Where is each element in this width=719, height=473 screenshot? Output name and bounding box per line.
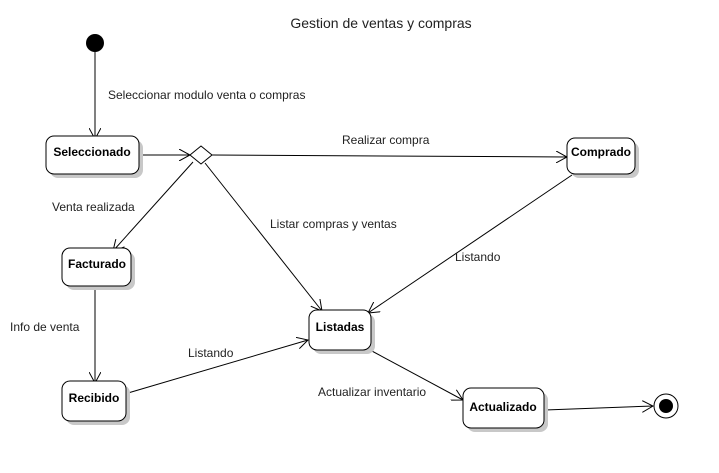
label-listando-comprado: Listando [455,250,501,264]
label-venta-realizada: Venta realizada [52,200,135,214]
edge-decision-to-comprado [211,155,567,157]
state-label-listadas: Listadas [316,320,365,334]
state-recibido: Recibido [61,380,130,425]
edge-comprado-to-listadas [368,174,573,313]
final-state [653,393,679,419]
label-listar: Listar compras y ventas [270,217,397,231]
state-seleccionado: Seleccionado [45,135,143,178]
state-facturado: Facturado [61,247,135,290]
label-actualizar-inventario: Actualizar inventario [318,385,426,399]
state-label-comprado: Comprado [571,145,631,159]
label-info-venta: Info de venta [10,320,80,334]
state-label-facturado: Facturado [68,257,126,271]
diagram-title: Gestion de ventas y compras [290,15,471,31]
edge-listadas-to-actualizado [369,349,463,400]
edge-recibido-to-listadas [127,340,308,394]
state-comprado: Comprado [566,137,639,178]
label-seleccionar: Seleccionar modulo venta o compras [108,88,305,102]
state-actualizado: Actualizado [462,387,548,432]
label-realizar-compra: Realizar compra [342,133,430,147]
edge-decision-to-listadas [204,162,322,311]
state-listadas: Listadas [308,309,375,354]
initial-state [86,34,104,52]
edge-decision-to-facturado [113,161,194,251]
state-label-seleccionado: Seleccionado [53,145,130,159]
state-label-actualizado: Actualizado [469,400,536,414]
decision-node [189,145,213,165]
state-label-recibido: Recibido [69,391,120,405]
edge-actualizado-to-final [544,406,653,410]
label-listando-recibido: Listando [188,346,234,360]
